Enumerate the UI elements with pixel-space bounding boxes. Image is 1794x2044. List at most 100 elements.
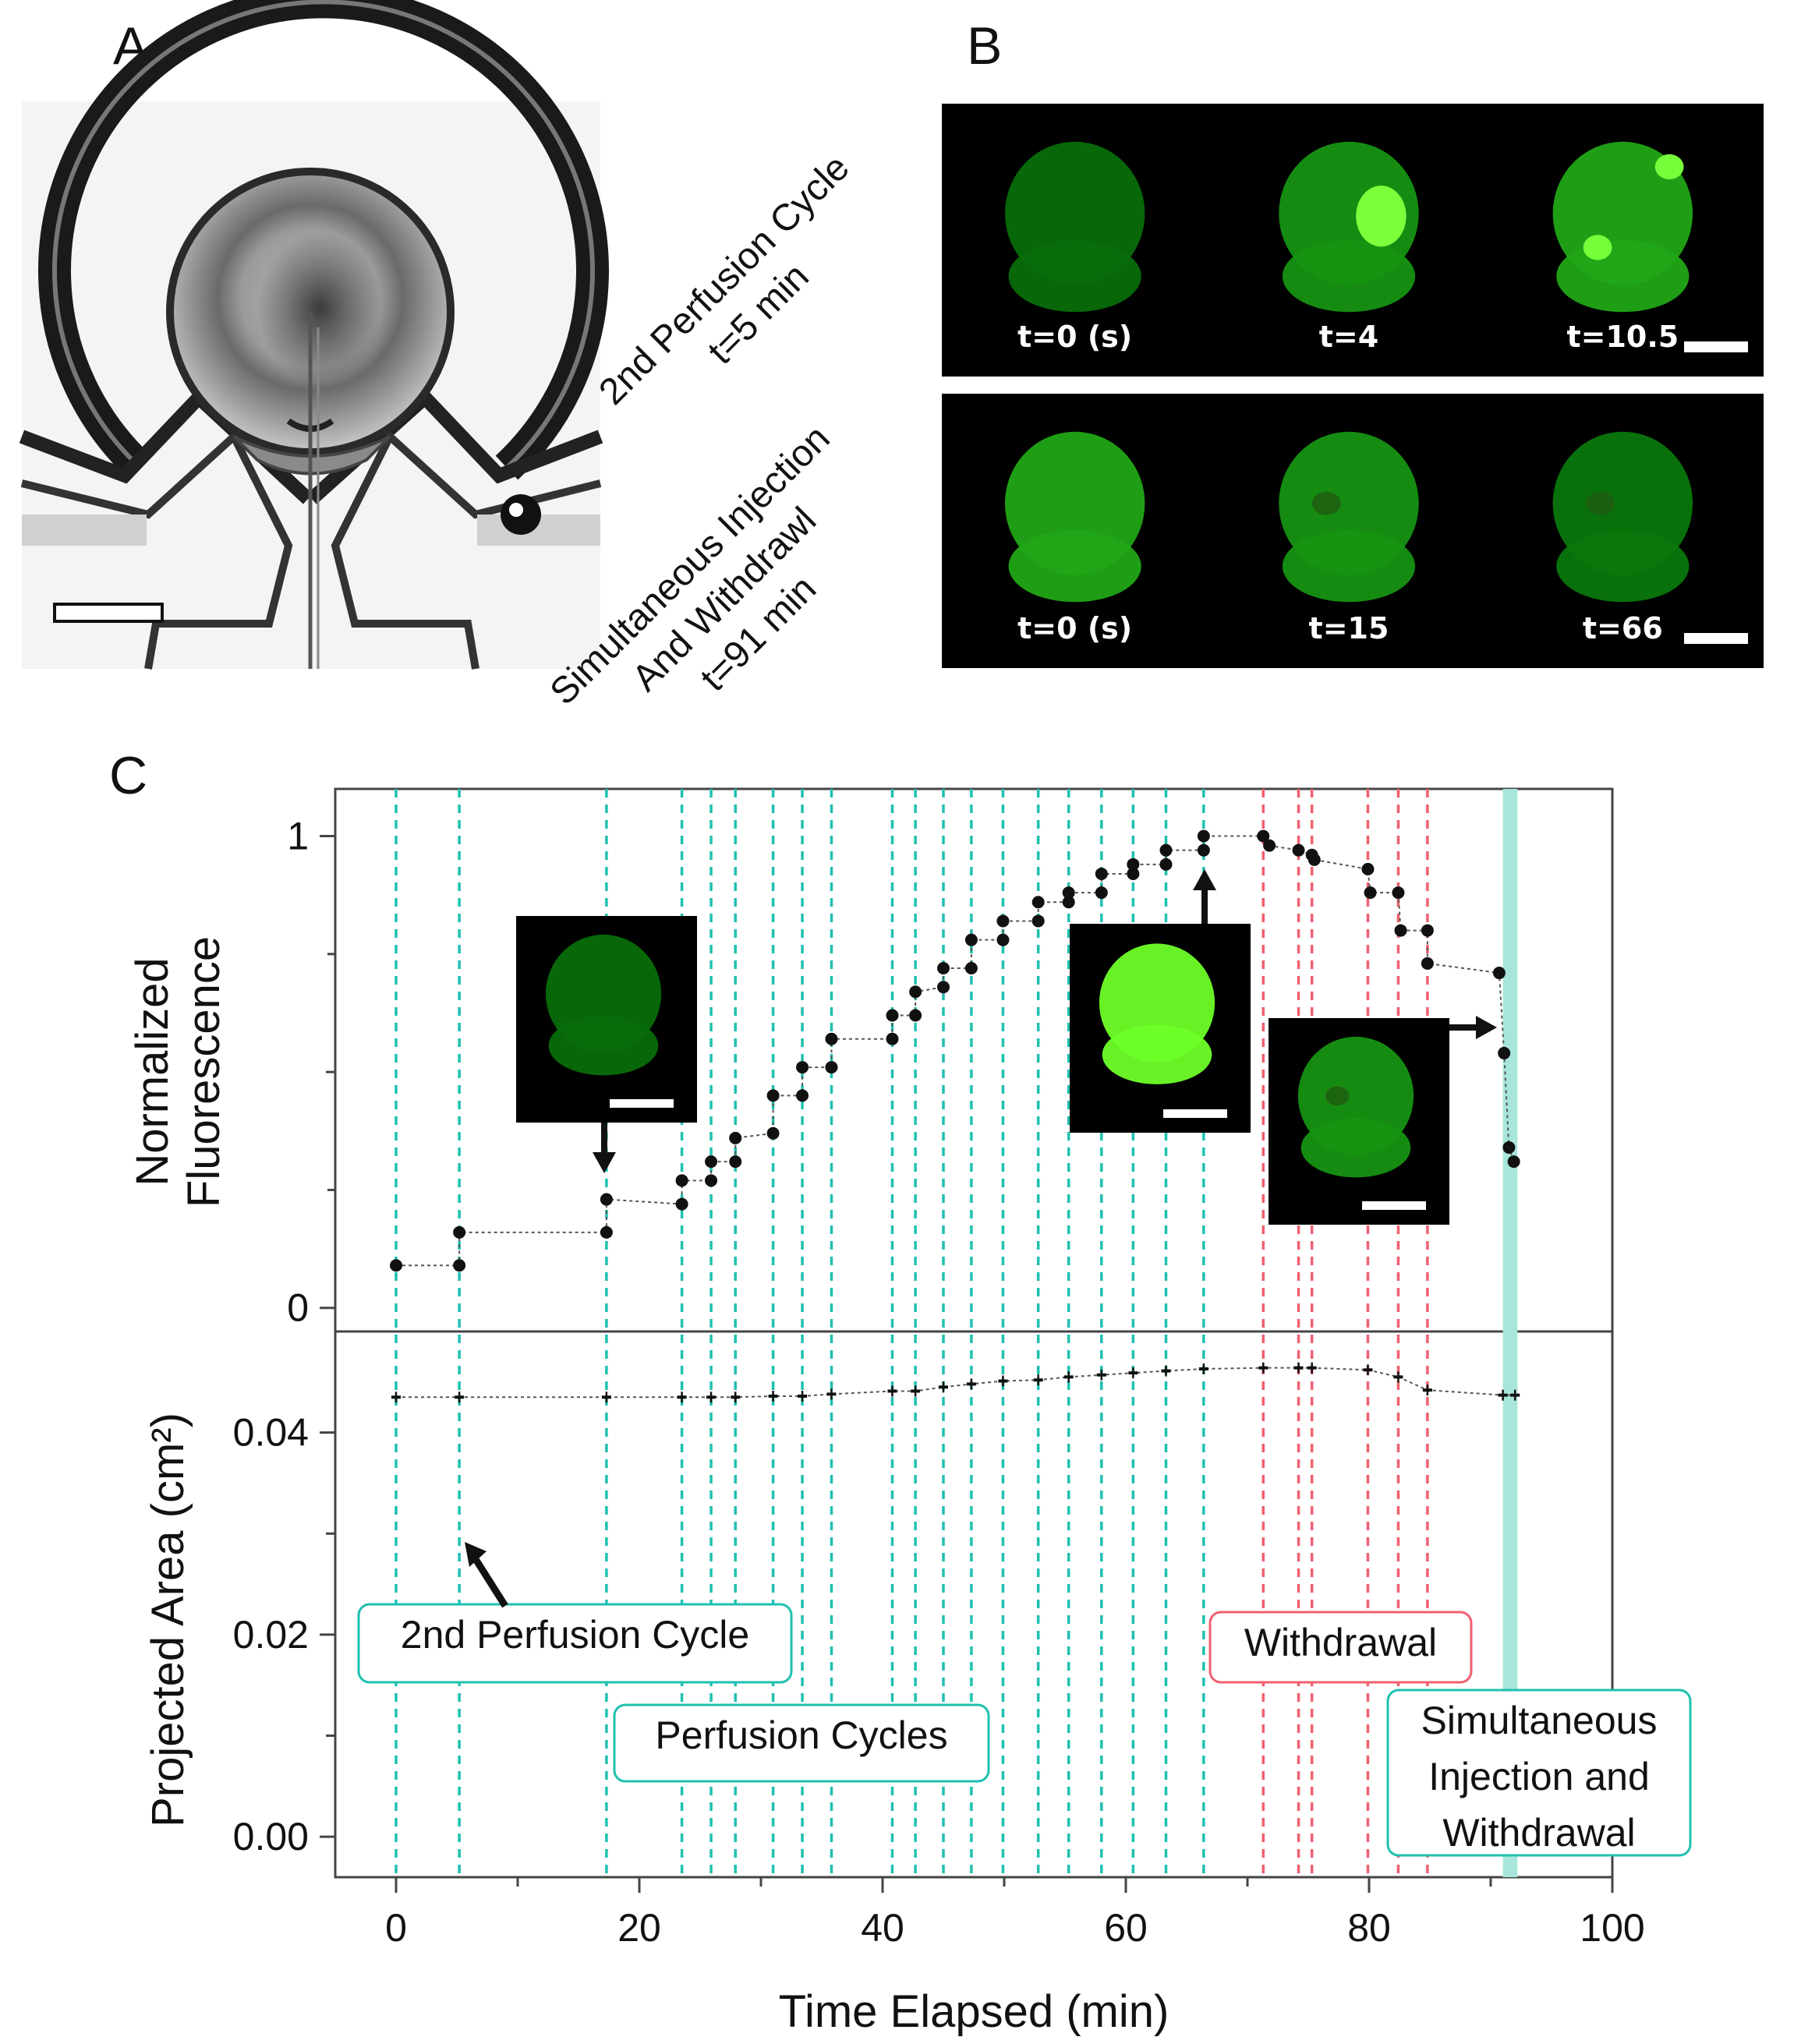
fluorescence-point <box>675 1174 688 1187</box>
fluorescence-point <box>1127 867 1140 880</box>
fluorescence-frame <box>1004 431 1145 603</box>
fluorescence-point <box>600 1225 613 1239</box>
frame-timestamp: t=15 <box>1309 611 1389 645</box>
fluorescence-point <box>1127 858 1140 871</box>
y-tick-label-fluorescence: 0 <box>287 1286 309 1330</box>
inset-embryo <box>1297 1036 1414 1178</box>
x-tick-label: 20 <box>617 1906 661 1950</box>
fluorescence-point <box>1292 843 1305 857</box>
fluorescence-point <box>766 1126 780 1140</box>
annotation-text: Simultaneous <box>1421 1699 1658 1742</box>
inset-embryo <box>1099 943 1215 1084</box>
fluorescence-point <box>1498 1046 1511 1059</box>
y-axis-title-line: Normalized <box>127 957 178 1186</box>
annotation-perfusion-cycles: Perfusion Cycles <box>613 1703 990 1783</box>
fluorescence-point <box>825 1032 838 1045</box>
fluorescence-point <box>937 961 950 974</box>
inset-image <box>1070 869 1251 1133</box>
annotation-arrowhead <box>465 1542 487 1567</box>
fluorescence-point <box>1095 886 1108 900</box>
fluorescence-point <box>1263 839 1276 852</box>
panel-letter-c: C <box>109 746 147 805</box>
x-tick-label: 60 <box>1104 1906 1148 1950</box>
scale-bar <box>1163 1109 1227 1118</box>
panel-letter-b: B <box>967 16 1002 76</box>
fluorescence-point <box>1361 862 1375 875</box>
fluorescence-point <box>675 1197 688 1211</box>
fluorescence-frame <box>1552 431 1693 603</box>
inset-arrowhead <box>1476 1016 1497 1039</box>
fluorescence-point <box>1394 924 1407 937</box>
fluorescence-point <box>729 1155 742 1169</box>
x-tick-label: 80 <box>1347 1906 1391 1950</box>
fluorescence-point <box>886 1032 899 1045</box>
fluorescence-point <box>1159 843 1173 857</box>
fluorescence-point <box>1421 957 1434 970</box>
fluorescence-point <box>1421 924 1434 937</box>
frame-timestamp: t=0 (s) <box>1017 320 1132 354</box>
fluorescence-point <box>1392 886 1405 900</box>
fluorescence-point <box>1095 867 1108 880</box>
fluorescence-point <box>1197 829 1210 843</box>
fluorescence-point <box>964 933 978 946</box>
x-tick-label: 40 <box>861 1906 904 1950</box>
fluorescence-point <box>453 1259 466 1272</box>
y-axis-title-line: Projected Area (cm²) <box>143 1413 193 1827</box>
y-axis-title-line: Fluorescence <box>179 936 229 1208</box>
fluorescence-point <box>996 933 1010 946</box>
fluorescence-point <box>1364 886 1377 900</box>
fluorescence-point <box>909 1009 922 1022</box>
fluorescence-point <box>1031 914 1045 928</box>
frame-timestamp: t=66 <box>1583 611 1663 645</box>
fluorescence-point <box>705 1174 718 1187</box>
fluorescence-point <box>1159 858 1173 871</box>
annotation-arrow-line <box>472 1557 508 1608</box>
fluorescence-point <box>390 1259 402 1272</box>
y-tick-label-fluorescence: 1 <box>287 815 309 858</box>
fluorescence-point <box>796 1061 809 1074</box>
annotation-text: 2nd Perfusion Cycle <box>401 1613 749 1657</box>
y-axis-title-area: Projected Area (cm²) <box>143 1413 193 1827</box>
inset-image <box>1269 1016 1497 1225</box>
plot-frame <box>334 787 1614 1879</box>
fluorescence-point <box>453 1225 466 1239</box>
fluorescence-frame <box>1279 141 1419 313</box>
brightfield-micrograph <box>19 0 609 670</box>
fluorescence-point <box>909 985 922 999</box>
inset-arrowhead <box>1193 869 1216 890</box>
fluorescence-frame <box>1552 141 1693 313</box>
fluorescence-point <box>729 1131 742 1144</box>
row-label-line: 2nd Perfusion Cycle <box>591 147 857 412</box>
fluorescence-point <box>996 914 1010 928</box>
inset-arrowhead <box>593 1152 616 1173</box>
fluorescence-point <box>964 961 978 974</box>
y-tick-label-area: 0.00 <box>233 1815 309 1858</box>
fluorescence-point <box>886 1009 899 1022</box>
x-axis-title: Time Elapsed (min) <box>779 1986 1169 2037</box>
annotation-withdrawal: Withdrawal <box>1208 1611 1473 1684</box>
fluorescence-point <box>796 1089 809 1102</box>
simultaneous-window-band <box>1502 789 1518 1877</box>
scale-bar <box>1684 633 1748 644</box>
x-tick-label: 0 <box>385 1906 407 1950</box>
fluorescence-point <box>1502 1140 1516 1154</box>
fluorescence-point <box>766 1089 780 1102</box>
fluorescence-point <box>1062 896 1075 909</box>
fluorescence-point <box>600 1193 613 1206</box>
inset-image <box>516 916 697 1173</box>
annotation-box-frame <box>1386 1689 1692 1857</box>
frame-timestamp: t=4 <box>1319 320 1378 354</box>
fluorescence-point <box>1307 853 1321 866</box>
annotation-box-frame <box>357 1603 793 1684</box>
annotation-box-frame <box>613 1703 990 1783</box>
annotation-text: Withdrawal <box>1244 1621 1437 1664</box>
y-tick-label-area: 0.02 <box>233 1613 309 1657</box>
fluorescence-point <box>1492 967 1506 980</box>
scale-bar <box>610 1099 674 1108</box>
annotation-second-perfusion: 2nd Perfusion Cycle <box>357 1603 793 1684</box>
